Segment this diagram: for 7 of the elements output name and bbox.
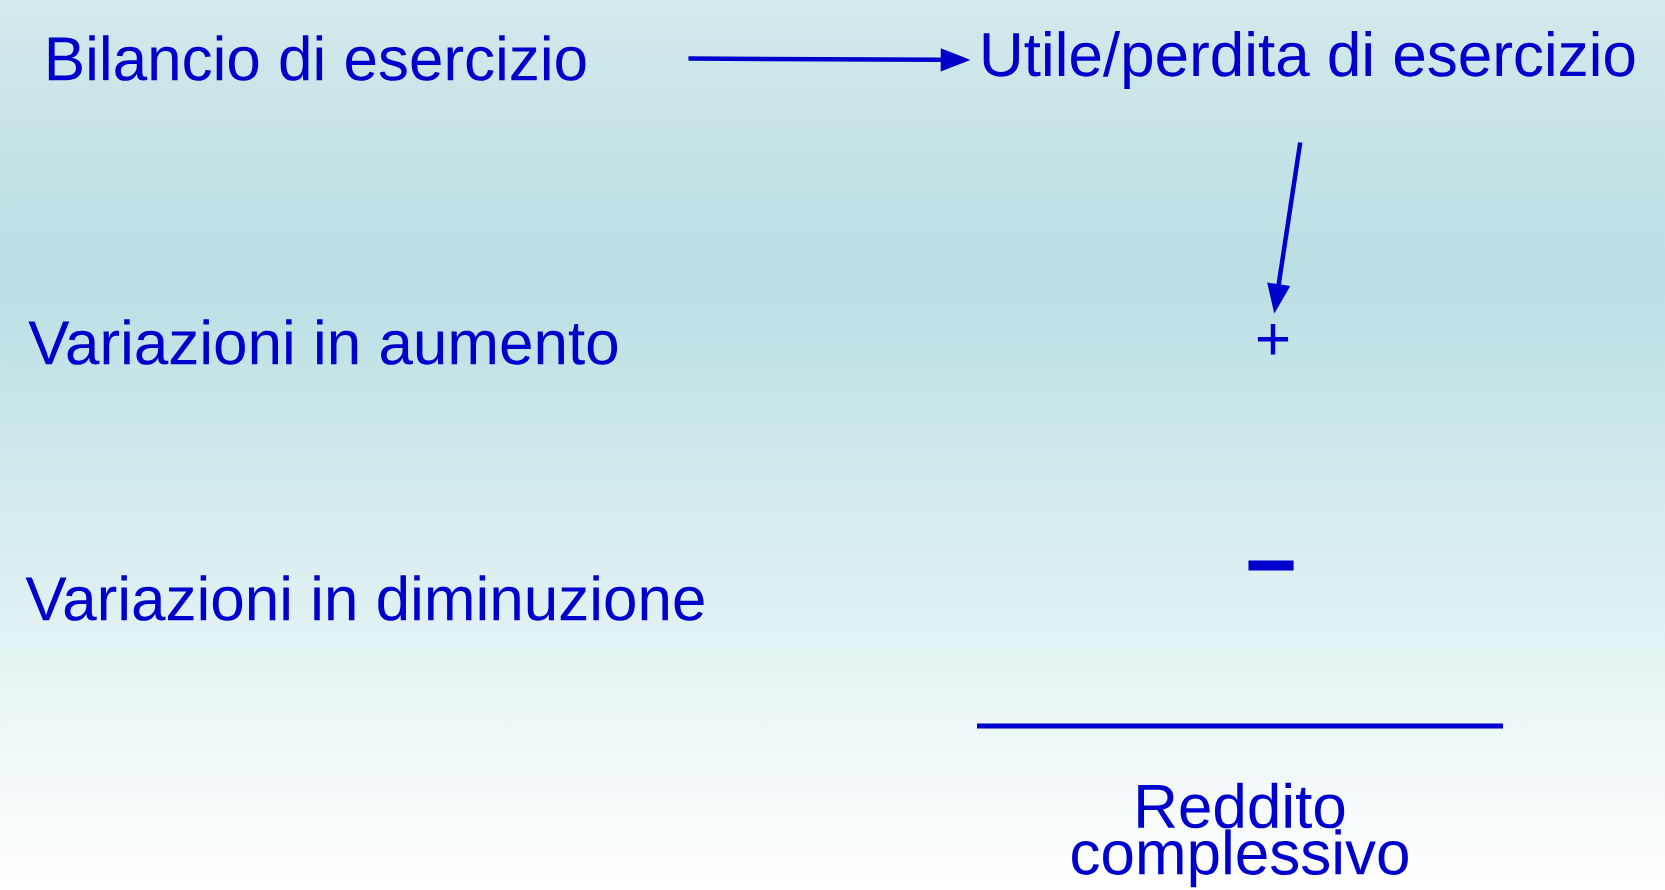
text-label: Variazioni in aumento <box>28 319 618 365</box>
text-label: Variazioni in diminuzione <box>25 575 704 621</box>
result-label: Reddito complessivo <box>1072 782 1408 888</box>
text-label: Utile/perdita di esercizio <box>983 31 1635 89</box>
plus-sign: + <box>1257 324 1289 355</box>
minus-sign: − <box>1248 560 1294 571</box>
text-label: Bilancio di esercizio <box>48 35 586 81</box>
